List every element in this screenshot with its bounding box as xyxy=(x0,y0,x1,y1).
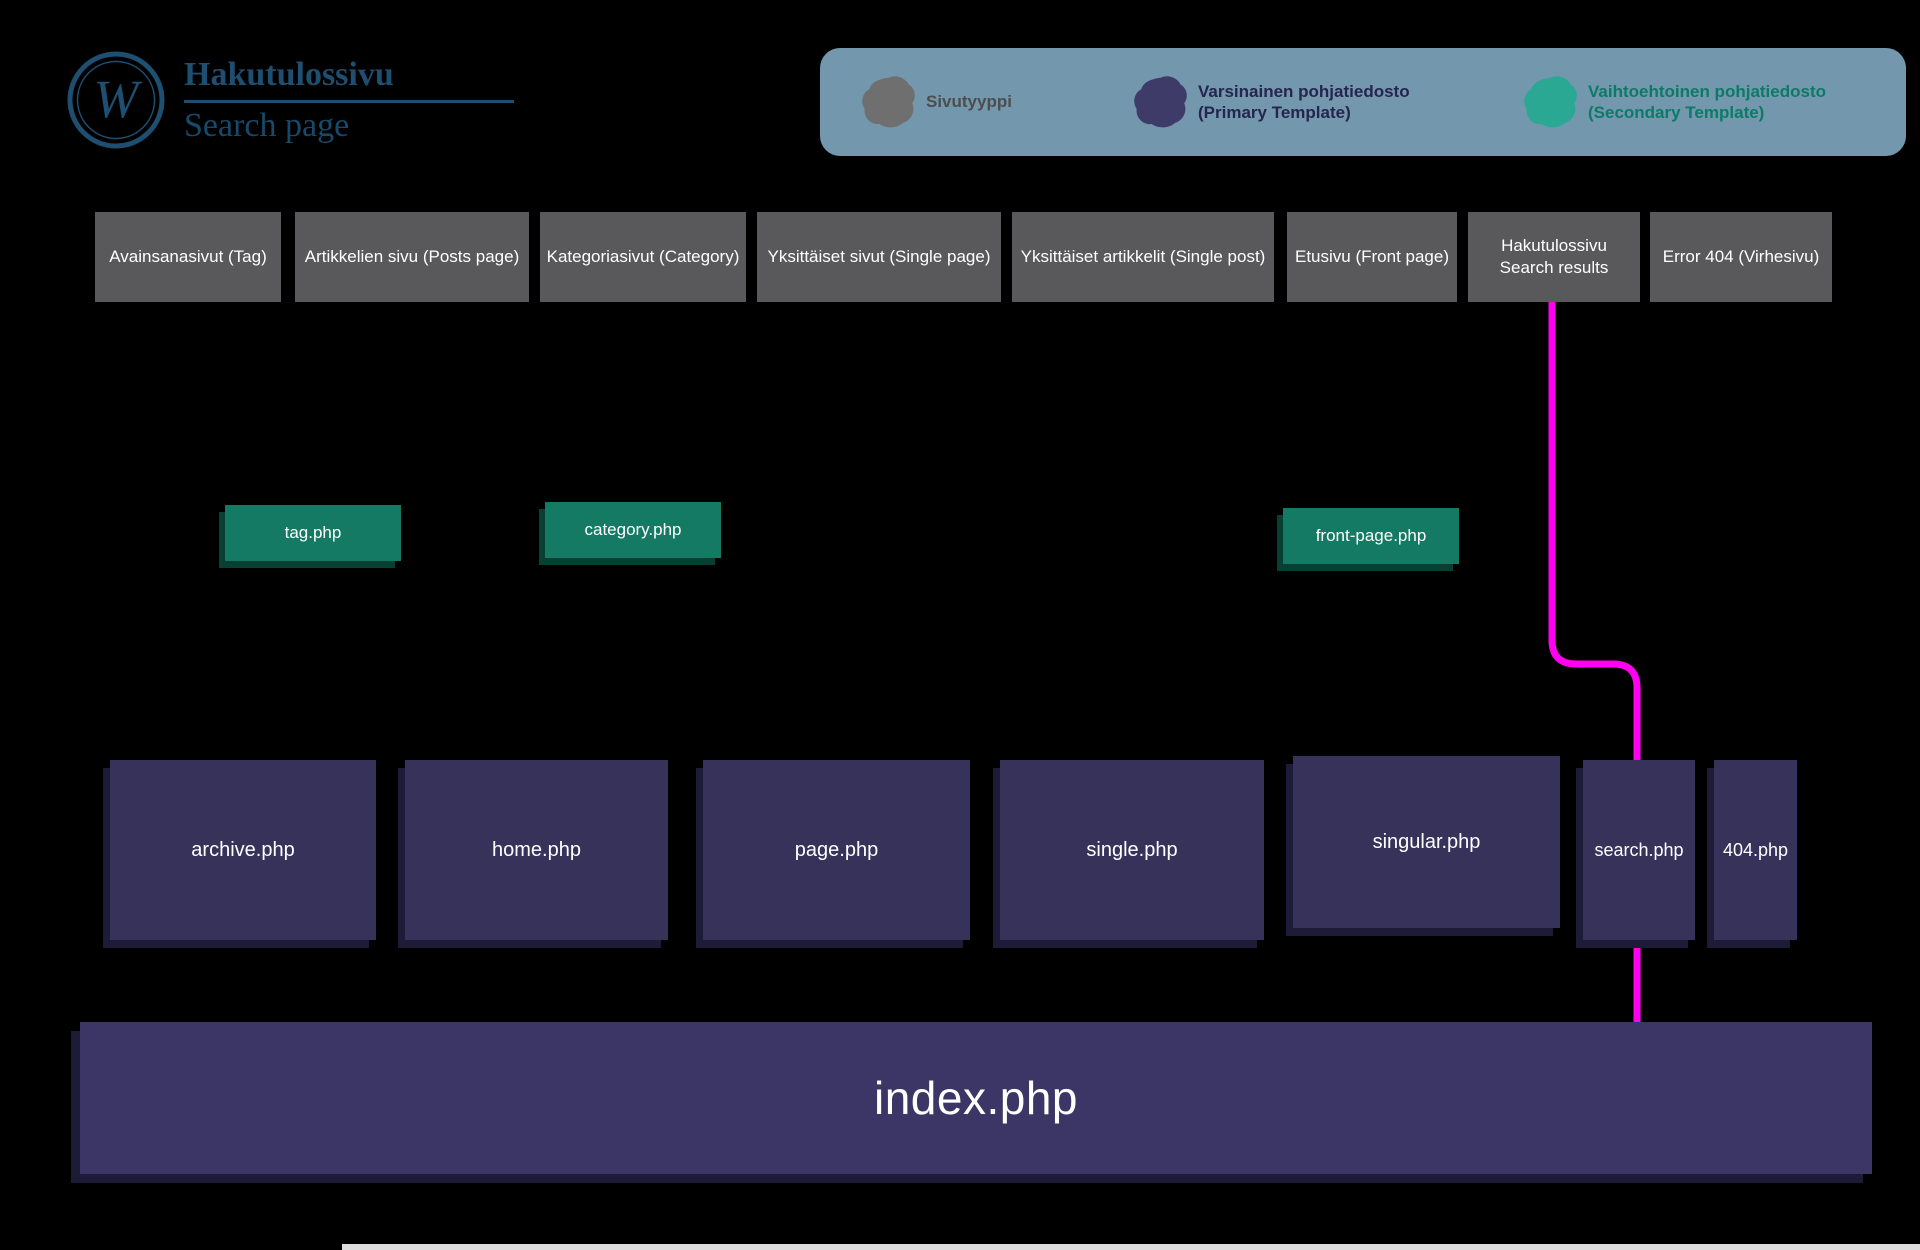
legend-item-secondary-template: Vaihtoehtoinen pohjatiedosto (Secondary … xyxy=(1522,48,1826,156)
pagetype-search-results-line2: Search results xyxy=(1499,258,1609,277)
legend-label-secondary-line1: Vaihtoehtoinen pohjatiedosto xyxy=(1588,81,1826,101)
legend-label-secondary-template: Vaihtoehtoinen pohjatiedosto (Secondary … xyxy=(1588,81,1826,124)
pagetype-tag: Avainsanasivut (Tag) xyxy=(95,212,281,302)
page-type-blob-icon xyxy=(862,76,915,128)
template-single-php: single.php xyxy=(1000,760,1264,940)
pagetype-error-404: Error 404 (Virhesivu) xyxy=(1650,212,1832,302)
pagetype-front-page: Etusivu (Front page) xyxy=(1287,212,1457,302)
template-archive-php: archive.php xyxy=(110,760,376,940)
pagetype-posts-page: Artikkelien sivu (Posts page) xyxy=(295,212,529,302)
template-index-php: index.php xyxy=(80,1022,1872,1174)
legend-label-page-type: Sivutyyppi xyxy=(926,91,1012,112)
secondary-template-blob-icon xyxy=(1524,76,1577,128)
template-home-php: home.php xyxy=(405,760,668,940)
legend-label-primary-template: Varsinainen pohjatiedosto (Primary Templ… xyxy=(1198,81,1410,124)
pagetype-search-results-line1: Hakutulossivu xyxy=(1501,235,1607,255)
page-title-finnish: Hakutulossivu xyxy=(184,56,514,103)
template-page-php: page.php xyxy=(703,760,970,940)
template-front-page-php: front-page.php xyxy=(1283,508,1459,564)
template-singular-php: singular.php xyxy=(1293,756,1560,928)
svg-text:W: W xyxy=(94,69,144,129)
wordpress-logo: W xyxy=(66,50,166,150)
template-search-php: search.php xyxy=(1583,760,1695,940)
template-category-php: category.php xyxy=(545,502,721,558)
legend-label-secondary-line2: (Secondary Template) xyxy=(1588,103,1765,122)
pagetype-single-post: Yksittäiset artikkelit (Single post) xyxy=(1012,212,1274,302)
template-404-php: 404.php xyxy=(1714,760,1797,940)
page-title-english: Search page xyxy=(184,107,350,144)
pagetype-search-results: Hakutulossivu Search results xyxy=(1468,212,1640,302)
pagetype-category: Kategoriasivut (Category) xyxy=(540,212,746,302)
legend-item-primary-template: Varsinainen pohjatiedosto (Primary Templ… xyxy=(1132,48,1410,156)
legend: Sivutyyppi Varsinainen pohjatiedosto (Pr… xyxy=(820,48,1906,156)
pagetype-single-page: Yksittäiset sivut (Single page) xyxy=(757,212,1001,302)
diagram-title: Hakutulossivu Search page xyxy=(184,56,514,145)
bottom-edge-strip xyxy=(342,1244,1920,1250)
template-tag-php: tag.php xyxy=(225,505,401,561)
wordpress-logo-icon: W xyxy=(67,51,165,149)
legend-label-primary-line2: (Primary Template) xyxy=(1198,103,1351,122)
legend-item-page-type: Sivutyyppi xyxy=(860,48,1012,156)
legend-label-page-type-text: Sivutyyppi xyxy=(926,92,1012,112)
primary-template-blob-icon xyxy=(1134,76,1187,128)
legend-label-primary-line1: Varsinainen pohjatiedosto xyxy=(1198,81,1410,101)
